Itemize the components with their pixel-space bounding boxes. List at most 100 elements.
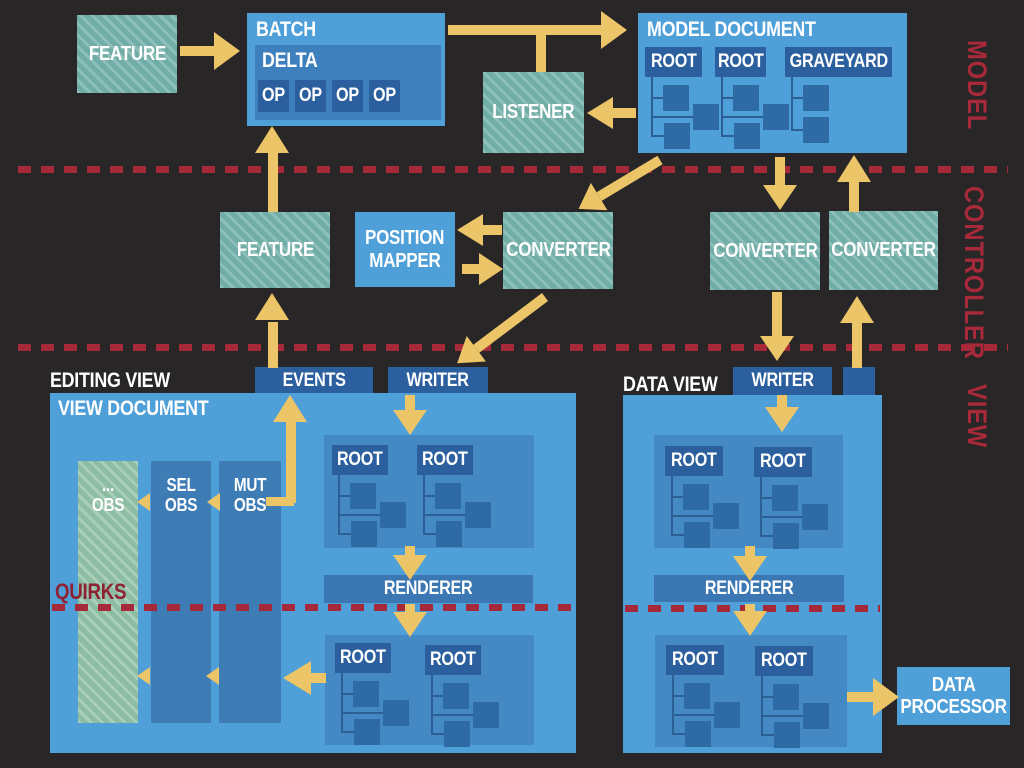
data-view-label: DATA VIEW xyxy=(623,373,718,396)
converter-box-right: CONVERTER xyxy=(829,211,938,290)
observer-column-sel: SEL OBS xyxy=(151,461,211,723)
arrow-position-mapper-to-converter xyxy=(462,264,480,274)
arrow-observers-line xyxy=(266,497,294,506)
arrowhead xyxy=(837,155,871,182)
tree-node-square xyxy=(684,522,710,548)
arrow-roots-to-renderer-editing xyxy=(405,546,415,558)
arrow-converter-to-writer-editing xyxy=(447,293,549,376)
tree-node-square xyxy=(664,123,690,149)
converter-label: CONVERTER xyxy=(505,239,611,261)
data-upper-roots-container: ROOT ROOT xyxy=(654,435,843,549)
feature-box-model: FEATURE xyxy=(77,15,177,93)
listener-box: LISTENER xyxy=(483,72,584,153)
arrowhead-small xyxy=(137,493,150,511)
arrowhead xyxy=(273,395,307,422)
arrowhead xyxy=(765,407,799,432)
data-lower-roots-container: ROOT ROOT xyxy=(655,635,847,748)
quirks-label: QUIRKS xyxy=(55,579,127,604)
tree-node-square xyxy=(803,117,829,143)
batch-label: BATCH xyxy=(256,18,316,41)
tree-node-square xyxy=(803,85,829,111)
tree-node-square xyxy=(693,104,719,130)
op-box: OP xyxy=(369,80,400,112)
tree-node-square xyxy=(685,721,711,747)
arrowhead xyxy=(587,97,613,129)
converter-label: CONVERTER xyxy=(712,239,818,262)
tree-node-square xyxy=(436,521,462,547)
arrow-riser-to-events xyxy=(286,420,296,503)
arrow-feature-to-batch-up xyxy=(268,151,278,212)
tree-node-square xyxy=(773,684,799,710)
tree-node-square xyxy=(802,504,828,530)
arrowhead xyxy=(393,410,427,435)
op-box: OP xyxy=(332,80,363,112)
arrow-converter-to-position-mapper xyxy=(480,225,502,235)
editing-lower-roots-container: ROOT ROOT xyxy=(325,635,534,747)
arrow-roots-to-data-processor xyxy=(847,692,875,702)
arrow-drop-to-listener xyxy=(536,30,546,72)
events-tab: EVENTS xyxy=(255,367,373,395)
arrowhead xyxy=(214,32,240,70)
tree-node-square xyxy=(773,523,799,549)
arrowhead-small xyxy=(207,493,220,511)
arrowhead xyxy=(393,612,427,637)
tree-node-square xyxy=(444,721,470,747)
tree-node-square xyxy=(714,702,740,728)
tree-node-square xyxy=(774,722,800,748)
arrow-roots-to-renderer-data xyxy=(745,546,755,559)
arrow-converter-mid-to-writer-data xyxy=(772,292,782,337)
arrowhead xyxy=(840,296,874,323)
arrow-writer-to-roots-data xyxy=(777,395,787,408)
tree-node-square xyxy=(353,681,379,707)
arrow-batch-to-model-document xyxy=(448,25,603,35)
converter-box-left: CONVERTER xyxy=(503,212,613,289)
feature-label: FEATURE xyxy=(236,238,314,261)
arrow-data-view-to-converter-right xyxy=(852,322,862,368)
tree-node-square xyxy=(383,700,409,726)
arrow-roots-to-observers xyxy=(310,673,326,683)
view-band-label: VIEW xyxy=(962,384,992,449)
arrowhead xyxy=(601,11,627,49)
tree-node-square xyxy=(803,703,829,729)
listener-label: LISTENER xyxy=(492,101,575,123)
tree-node-square xyxy=(683,484,709,510)
tree-node-square xyxy=(763,104,789,130)
tree-node-square xyxy=(465,502,491,528)
tree-node-square xyxy=(351,521,377,547)
tree-node-square xyxy=(380,502,406,528)
op-box: OP xyxy=(258,80,289,112)
converter-label: CONVERTER xyxy=(831,239,936,261)
writer-tab-data: WRITER xyxy=(733,367,832,395)
renderer-bar-editing: RENDERER xyxy=(324,575,533,603)
arrowhead xyxy=(393,555,427,580)
tree-node-square xyxy=(713,503,739,529)
arrowhead xyxy=(763,185,797,210)
arrowhead xyxy=(733,556,767,581)
tree-node-square xyxy=(663,85,689,111)
arrow-writer-to-roots-editing xyxy=(405,395,415,411)
arrow-model-document-to-listener xyxy=(612,108,636,118)
model-band-label: MODEL xyxy=(962,40,992,131)
data-view-port-tab xyxy=(843,367,875,395)
arrow-converter-right-to-model-document xyxy=(849,181,859,212)
converter-box-mid: CONVERTER xyxy=(710,212,820,290)
tree-node-square xyxy=(443,683,469,709)
tree-node-square xyxy=(772,485,798,511)
tree-node-square xyxy=(435,483,461,509)
tree-node-square xyxy=(734,123,760,149)
arrow-events-to-feature xyxy=(268,322,278,368)
delta-label: DELTA xyxy=(262,49,318,72)
tree-node-square xyxy=(684,683,710,709)
data-view-document-box: ROOT ROOT RENDERER ROOT xyxy=(623,395,882,753)
batch-box: BATCH DELTA OP OP OP OP xyxy=(247,13,445,126)
model-controller-divider xyxy=(18,166,1008,173)
model-document-box: MODEL DOCUMENT ROOT ROOT GRAVEYARD xyxy=(638,13,907,153)
tree-node-square xyxy=(350,483,376,509)
delta-box: DELTA OP OP OP OP xyxy=(255,45,441,120)
feature-label: FEATURE xyxy=(88,42,166,65)
arrow-model-document-to-converter-mid xyxy=(775,157,785,187)
arrowhead xyxy=(479,253,503,285)
model-document-title: MODEL DOCUMENT xyxy=(647,18,816,41)
arrowhead-small xyxy=(137,667,150,685)
